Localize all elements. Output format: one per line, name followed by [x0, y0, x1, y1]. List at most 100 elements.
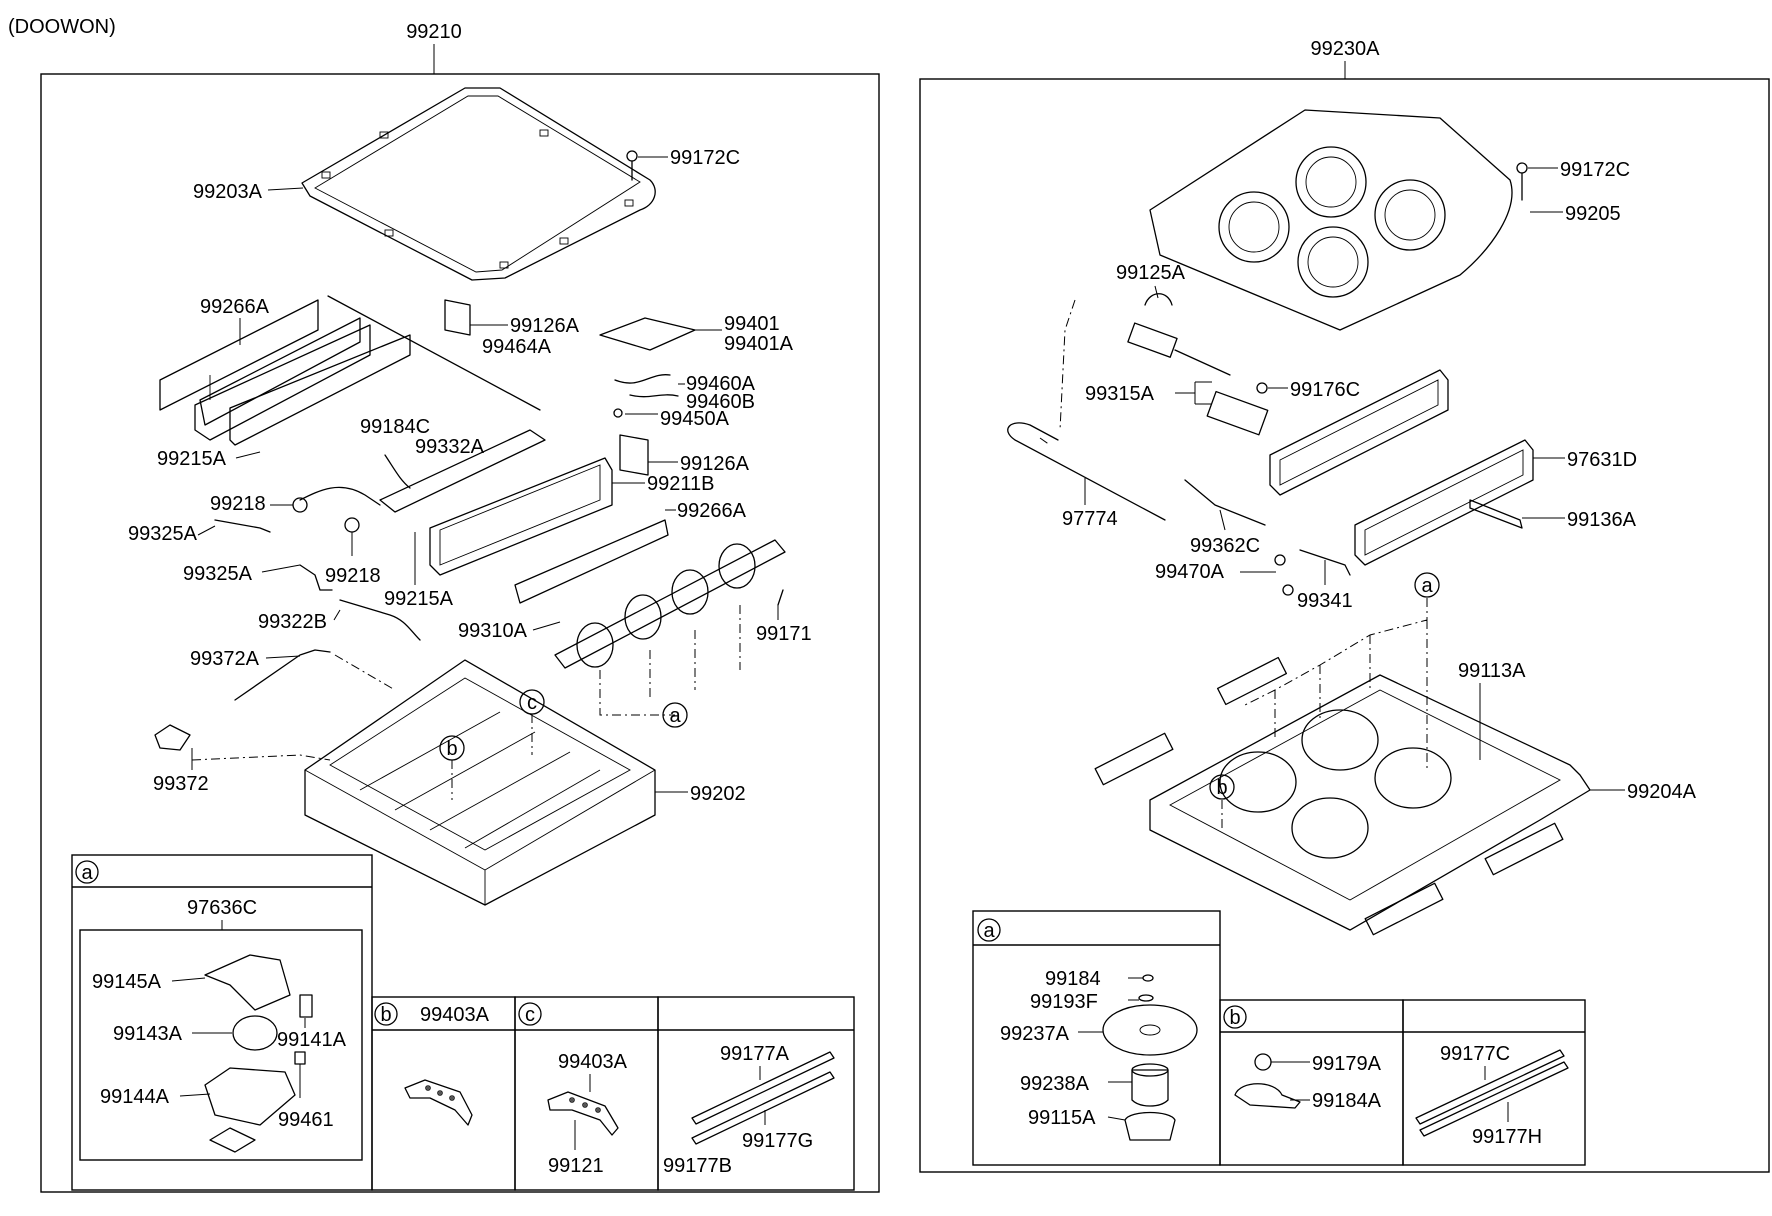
label-99461: 99461 — [278, 1109, 334, 1131]
drier-99315A-top — [1127, 322, 1178, 358]
label-ra-99238A: 99238A — [1020, 1073, 1090, 1095]
detail-ra-tag: a — [983, 920, 995, 942]
label-r-97774: 97774 — [1062, 508, 1118, 530]
label-99460A: 99460A — [686, 373, 756, 395]
left-detail-b: b 99403A — [371, 996, 516, 1191]
motor-99238A — [1131, 1069, 1169, 1107]
label-99172C: 99172C — [670, 147, 740, 169]
strip-99177A — [691, 1051, 835, 1125]
label-s-99177A: 99177A — [720, 1043, 790, 1065]
detail-b-tag: b — [380, 1004, 391, 1026]
nut-99176C — [1256, 382, 1268, 394]
label-r-97631D: 97631D — [1567, 449, 1637, 471]
label-99126A-mid: 99126A — [680, 453, 750, 475]
valve-99218-mid — [344, 517, 360, 533]
label-99143A: 99143A — [113, 1023, 183, 1045]
washer-99193F — [1138, 994, 1154, 1002]
label-99202: 99202 — [690, 783, 746, 805]
bracket-99126A-mid — [619, 434, 649, 476]
label-s-99177G: 99177G — [742, 1130, 813, 1152]
blower-row-99310A — [554, 539, 786, 669]
label-r-99136A: 99136A — [1567, 509, 1637, 531]
left-detail-c: c 99403A 99121 — [514, 996, 659, 1191]
ref-a-right: a — [1421, 575, 1433, 597]
left-assembly-frame — [40, 73, 880, 1193]
label-99310A: 99310A — [458, 620, 528, 642]
hose-99460A — [614, 374, 671, 384]
left-assembly: 99210 99172C 99203A — [40, 21, 880, 1193]
fan-1 — [1301, 709, 1379, 771]
base-pan-99202 — [304, 659, 656, 906]
ref-a: a — [669, 705, 681, 727]
oring-99470A-a — [1274, 554, 1286, 566]
label-ra-99115A: 99115A — [1028, 1107, 1096, 1129]
right-assembly-frame — [919, 78, 1770, 1173]
ref-b-right: b — [1216, 777, 1227, 799]
label-99450A: 99450A — [660, 408, 730, 430]
label-r-99204A: 99204A — [1627, 781, 1697, 803]
label-rs-99177H: 99177H — [1472, 1126, 1542, 1148]
detail-a-group: 97636C — [187, 897, 257, 919]
label-99266A-mid: 99266A — [677, 500, 747, 522]
right-detail-a: a 99184 99193F 99237A 99238A 99115A — [972, 910, 1221, 1166]
scroll-housing-99145A — [204, 954, 291, 1011]
clamp-99184A — [1234, 1083, 1301, 1109]
supplier-label: (DOOWON) — [8, 16, 116, 38]
screw-99171 — [777, 589, 784, 606]
strip-99177H — [1419, 1061, 1569, 1137]
detail-rb-tag: b — [1229, 1007, 1240, 1029]
detail-a-tag: a — [81, 862, 93, 884]
detail-b-part: 99403A — [420, 1004, 490, 1026]
label-r-99362C: 99362C — [1190, 535, 1260, 557]
label-ra-99237A: 99237A — [1000, 1023, 1070, 1045]
bracket-99115A — [1124, 1111, 1176, 1141]
right-detail-strip: 99177C 99177H — [1402, 999, 1586, 1166]
label-99218-b: 99218 — [325, 565, 381, 587]
plug-99450A — [613, 408, 623, 418]
evaporator-core-99211B — [429, 457, 645, 576]
label-r-99315A: 99315A — [1085, 383, 1155, 405]
label-99211B: 99211B — [647, 473, 714, 495]
right-assembly: 99230A 99172C 99205 99125A 99315A 99176C — [919, 38, 1770, 1173]
plate-99266A-mid — [514, 519, 669, 604]
label-99126A-top: 99126A — [510, 315, 580, 337]
label-99218-a: 99218 — [210, 493, 266, 515]
label-99215A-mid: 99215A — [384, 588, 454, 610]
hose-99322B — [339, 599, 421, 641]
strip-99177G — [691, 1071, 835, 1145]
ref-bubble-b-right — [1209, 774, 1235, 800]
fan-3 — [1219, 751, 1297, 813]
label-99401A: 99401A — [724, 333, 794, 355]
pipe-97774 — [1007, 422, 1166, 521]
label-99325A-b: 99325A — [183, 563, 253, 585]
grille-2 — [1094, 732, 1174, 786]
label-99144A: 99144A — [100, 1086, 170, 1108]
condenser-cores-97631D — [1269, 369, 1534, 566]
left-detail-a: a 97636C 99145A 99143A 99141A 99144A 994… — [71, 854, 373, 1191]
label-ra-99184: 99184 — [1045, 968, 1101, 990]
condenser-base-99204A — [1094, 656, 1591, 936]
label-r-99341: 99341 — [1297, 590, 1353, 612]
label-rb-99179A: 99179A — [1312, 1053, 1382, 1075]
oring-99470A-b — [1282, 584, 1294, 596]
label-99322B: 99322B — [258, 611, 327, 633]
label-99464A: 99464A — [482, 336, 552, 358]
fan-2 — [1374, 747, 1452, 809]
ref-bubble-a-right — [1414, 572, 1440, 598]
detail-c-tag: c — [525, 1004, 535, 1026]
label-r-99205: 99205 — [1565, 203, 1621, 225]
fan-99237A — [1102, 1004, 1198, 1056]
label-99401: 99401 — [724, 313, 780, 335]
condenser-cover — [1149, 109, 1513, 331]
resistor-99141A — [299, 994, 313, 1018]
label-r-99113A: 99113A — [1458, 660, 1526, 682]
bracket-99126A-top — [444, 299, 471, 336]
hose-99372A — [234, 649, 331, 701]
screw-99179A — [1254, 1053, 1272, 1071]
label-99372: 99372 — [153, 773, 209, 795]
label-99332A: 99332A — [415, 436, 485, 458]
drier-99315A-bottom — [1206, 390, 1269, 436]
label-99184C: 99184C — [360, 416, 430, 438]
lower-housing-99144A — [204, 1067, 296, 1126]
